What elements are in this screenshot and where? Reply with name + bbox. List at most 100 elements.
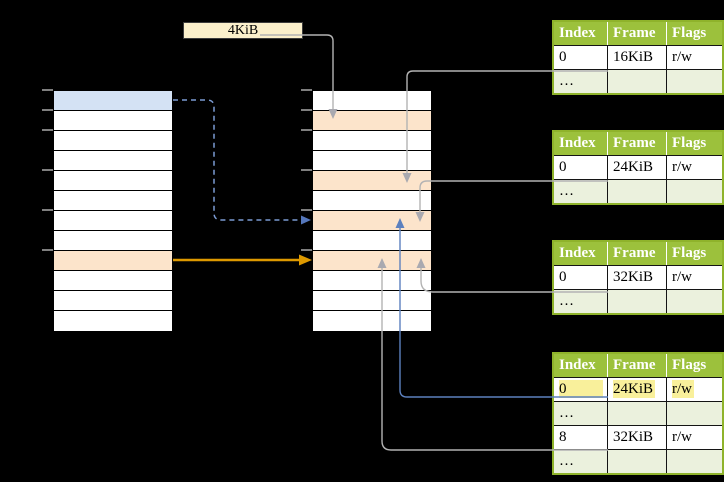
- table-row-ellipsis: …: [554, 69, 722, 93]
- tick-mark: [301, 89, 312, 91]
- page-table-24kib: Index Frame Flags 0 24KiB r/w …: [552, 130, 724, 205]
- memory-row: [54, 151, 172, 171]
- table-header-row: Index Frame Flags: [554, 22, 722, 45]
- cell-frame: 16KiB: [608, 45, 667, 69]
- frame-row-page-table: [313, 171, 431, 191]
- cell-frame: 24KiB: [608, 377, 667, 401]
- memory-row-selected-blue: [54, 91, 172, 111]
- cell-index: …: [554, 449, 608, 473]
- tick-mark: [301, 109, 312, 111]
- tick-mark: [301, 209, 312, 211]
- highlighted-value: 24KiB: [613, 380, 656, 398]
- memory-row: [54, 191, 172, 211]
- highlighted-value: 0: [559, 380, 603, 398]
- header-index: Index: [554, 132, 608, 155]
- table-header-row: Index Frame Flags: [554, 354, 722, 377]
- page-size-label: 4KiB: [183, 22, 303, 39]
- cell-index: …: [554, 289, 608, 313]
- cell-flags: [667, 289, 722, 313]
- table-row: 0 24KiB r/w: [554, 155, 722, 179]
- frame-row: [313, 91, 431, 111]
- memory-row: [54, 291, 172, 311]
- header-frame: Frame: [608, 354, 667, 377]
- tick-mark: [42, 109, 53, 111]
- frame-row-page-table: [313, 251, 431, 271]
- tick-mark: [42, 169, 53, 171]
- tick-mark: [301, 129, 312, 131]
- frame-row: [313, 231, 431, 251]
- frame-row: [313, 191, 431, 211]
- frame-row: [313, 151, 431, 171]
- cell-flags: [667, 69, 722, 93]
- memory-row: [54, 131, 172, 151]
- cell-index: 8: [554, 425, 608, 449]
- memory-row: [54, 231, 172, 251]
- virtual-memory-column: [53, 90, 173, 332]
- header-frame: Frame: [608, 132, 667, 155]
- cell-frame: [608, 289, 667, 313]
- header-frame: Frame: [608, 242, 667, 265]
- memory-row: [54, 171, 172, 191]
- memory-row: [54, 271, 172, 291]
- cell-flags: r/w: [667, 45, 722, 69]
- cell-frame: 24KiB: [608, 155, 667, 179]
- tick-mark: [301, 249, 312, 251]
- tick-mark: [42, 249, 53, 251]
- cell-flags: [667, 401, 722, 425]
- table-row: 8 32KiB r/w: [554, 425, 722, 449]
- cell-frame: [608, 69, 667, 93]
- frame-row: [313, 131, 431, 151]
- table-row-ellipsis: …: [554, 289, 722, 313]
- cell-index: …: [554, 179, 608, 203]
- table-row: 0 16KiB r/w: [554, 45, 722, 69]
- memory-row: [54, 211, 172, 231]
- level2-page-table: Index Frame Flags 0 24KiB r/w … 8 32KiB …: [552, 352, 724, 475]
- frame-row: [313, 271, 431, 291]
- header-index: Index: [554, 22, 608, 45]
- cell-index: 0: [554, 155, 608, 179]
- frame-row-page-table: [313, 111, 431, 131]
- memory-row-selected-orange: [54, 251, 172, 271]
- cell-flags: r/w: [667, 377, 722, 401]
- table-header-row: Index Frame Flags: [554, 242, 722, 265]
- cell-flags: [667, 179, 722, 203]
- cell-frame: 32KiB: [608, 425, 667, 449]
- tick-mark: [42, 129, 53, 131]
- tick-mark: [301, 169, 312, 171]
- table-row-ellipsis: …: [554, 449, 722, 473]
- highlighted-value: r/w: [672, 380, 694, 398]
- cell-flags: r/w: [667, 155, 722, 179]
- cell-frame: [608, 179, 667, 203]
- cell-flags: [667, 449, 722, 473]
- frame-row: [313, 311, 431, 331]
- header-flags: Flags: [667, 242, 722, 265]
- cell-index: 0: [554, 45, 608, 69]
- memory-row: [54, 111, 172, 131]
- table-row-highlighted: 0 24KiB r/w: [554, 377, 722, 401]
- cell-frame: [608, 449, 667, 473]
- header-frame: Frame: [608, 22, 667, 45]
- header-flags: Flags: [667, 354, 722, 377]
- cell-flags: r/w: [667, 425, 722, 449]
- tick-mark: [42, 209, 53, 211]
- table-row-ellipsis: …: [554, 179, 722, 203]
- table-row: 0 32KiB r/w: [554, 265, 722, 289]
- page-table-32kib: Index Frame Flags 0 32KiB r/w …: [552, 240, 724, 315]
- frame-row: [313, 291, 431, 311]
- table-header-row: Index Frame Flags: [554, 132, 722, 155]
- physical-memory-column: [312, 90, 432, 332]
- frame-row-page-table: [313, 211, 431, 231]
- memory-row: [54, 311, 172, 331]
- cell-frame: [608, 401, 667, 425]
- header-index: Index: [554, 354, 608, 377]
- cell-index: …: [554, 401, 608, 425]
- tick-mark: [42, 89, 53, 91]
- cell-flags: r/w: [667, 265, 722, 289]
- cell-index: 0: [554, 377, 608, 401]
- header-flags: Flags: [667, 132, 722, 155]
- dashed-arrow-virtual-page-to-frame: [173, 99, 311, 225]
- page-table-16kib: Index Frame Flags 0 16KiB r/w …: [552, 20, 724, 95]
- header-index: Index: [554, 242, 608, 265]
- cell-index: …: [554, 69, 608, 93]
